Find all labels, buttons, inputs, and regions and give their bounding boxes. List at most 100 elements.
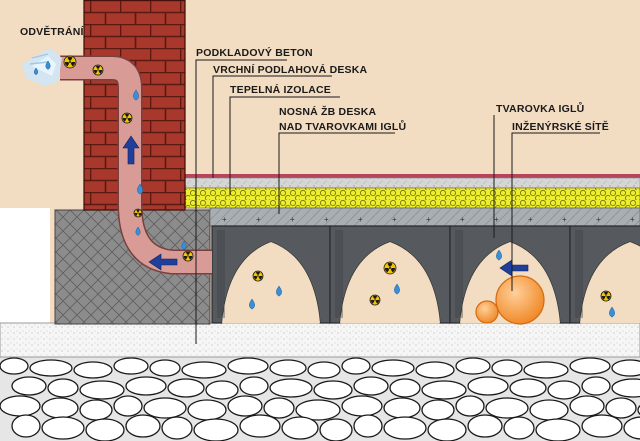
water-drop-icon xyxy=(394,283,400,295)
gravel-stone xyxy=(227,357,269,375)
water-drop-icon xyxy=(181,240,187,250)
gravel-stone xyxy=(193,418,239,441)
gravel-stone xyxy=(547,380,581,400)
gravel-stone xyxy=(205,380,239,400)
gravel-stone xyxy=(319,418,353,441)
gravel-stone xyxy=(307,361,341,379)
rebar-mark: + xyxy=(630,215,635,224)
gravel-stone xyxy=(467,376,509,396)
gravel-stone xyxy=(371,359,415,377)
gravel-stone xyxy=(125,414,161,438)
floor-finish-layer xyxy=(185,174,640,178)
label-base-concrete: PODKLADOVÝ BETON xyxy=(196,46,313,59)
utility-pipe-large xyxy=(495,275,545,325)
label-iglu-form: TVAROVKA IGLŮ xyxy=(496,101,584,115)
gravel-stone xyxy=(167,378,205,398)
label-bearing-slab-1: NOSNÁ ŽB DESKA xyxy=(279,105,377,118)
gravel-stone xyxy=(467,414,503,438)
air-stream-icon xyxy=(29,53,49,65)
flow-arrow-icon xyxy=(122,135,140,165)
gravel-stone xyxy=(263,397,295,419)
gravel-stone xyxy=(623,416,640,440)
rebar-mark: + xyxy=(222,215,227,224)
label-top-floor-slab: VRCHNÍ PODLAHOVÁ DESKA xyxy=(213,63,368,76)
gravel-stone xyxy=(611,378,640,398)
gravel-stone xyxy=(569,357,611,375)
base-concrete-layer xyxy=(0,322,640,358)
iglu-cavity xyxy=(222,242,320,323)
rebar-mark: + xyxy=(256,215,261,224)
gravel-stone xyxy=(113,395,143,417)
gravel-stone xyxy=(455,357,491,375)
gravel-stone xyxy=(281,416,319,440)
label-ventilation: ODVĚTRÁNÍ xyxy=(20,25,85,38)
gravel-stone xyxy=(113,357,149,375)
gravel-stone xyxy=(427,418,467,441)
gravel-stone xyxy=(581,414,623,438)
rebar-mark: + xyxy=(392,215,397,224)
gravel-stone xyxy=(455,395,485,417)
gravel-stone xyxy=(509,378,547,398)
gravel-stone xyxy=(353,376,389,396)
gravel-stone xyxy=(181,361,227,379)
gravel-stone xyxy=(41,416,85,440)
gravel-stone xyxy=(611,359,640,377)
rebar-mark: + xyxy=(460,215,465,224)
gravel-stone xyxy=(85,418,125,441)
gravel-stone xyxy=(125,376,167,396)
label-bearing-slab-2: NAD TVAROVKAMI IGLŮ xyxy=(279,119,406,133)
gravel-stone xyxy=(389,378,421,398)
flow-arrow-icon xyxy=(148,253,178,271)
gravel-stone xyxy=(535,418,581,441)
radon-icon xyxy=(252,270,264,282)
iglu-cavity xyxy=(580,242,640,323)
radon-icon xyxy=(369,294,381,306)
radon-icon xyxy=(92,64,104,76)
utility-pipes xyxy=(475,275,545,325)
iglu-cavity xyxy=(340,242,440,323)
water-drop-icon xyxy=(609,306,615,318)
gravel-stone xyxy=(485,397,529,419)
label-thermal-insulation: TEPELNÁ IZOLACE xyxy=(230,83,331,96)
rebar-mark: + xyxy=(596,215,601,224)
rebar-mark: + xyxy=(528,215,533,224)
water-drop-icon xyxy=(249,298,255,310)
gravel-stone xyxy=(295,399,341,421)
air-outflow xyxy=(22,48,62,86)
gravel-stone xyxy=(313,380,353,400)
icon-layer xyxy=(29,53,615,318)
rebar-mark: + xyxy=(358,215,363,224)
label-utilities: INŽENÝRSKÉ SÍTĚ xyxy=(512,120,609,133)
gravel-stone xyxy=(239,414,281,438)
gravel-stone xyxy=(353,414,383,438)
gravel-stone xyxy=(503,416,535,440)
gravel-stone xyxy=(421,399,455,421)
gravel-stone xyxy=(341,357,371,375)
gravel-stone xyxy=(569,395,605,417)
leader-inzenyrske-site xyxy=(511,132,600,291)
gravel-stone xyxy=(421,380,467,400)
gravel-stone xyxy=(581,376,611,396)
gravel-stone xyxy=(341,395,383,417)
gravel-stone xyxy=(0,395,41,417)
leader-podkladovy-beton xyxy=(195,59,287,344)
gravel-stone xyxy=(269,359,307,377)
leader-nosna-deska xyxy=(278,132,395,214)
radon-icon xyxy=(182,250,194,262)
leader-lines xyxy=(195,59,600,344)
water-drop-icon xyxy=(45,60,51,70)
gravel-stone xyxy=(383,397,421,419)
radon-icon xyxy=(383,261,397,275)
radon-icon xyxy=(133,208,143,218)
top-floor-slab-layer xyxy=(184,177,640,189)
gravel-stone xyxy=(149,359,181,377)
radon-icon xyxy=(63,55,77,69)
rebar-mark: + xyxy=(494,215,499,224)
gravel-stone xyxy=(73,361,113,379)
gravel-stone xyxy=(187,399,227,421)
bearing-slab-layer xyxy=(209,207,640,227)
gravel-stone xyxy=(11,414,41,438)
utility-pipe-small xyxy=(475,300,499,324)
